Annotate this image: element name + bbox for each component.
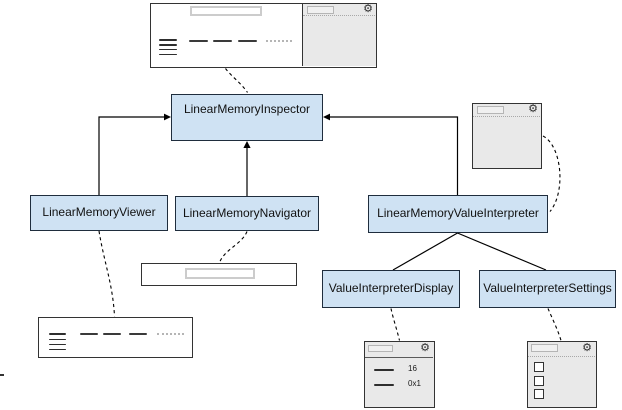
edge-valueinterpreter-settings xyxy=(457,232,547,271)
byte-rows-icon xyxy=(159,44,177,46)
node-label: LinearMemoryInspector xyxy=(183,102,311,116)
gear-icon: ⚙ xyxy=(582,341,592,354)
panel-input-mock xyxy=(531,344,558,352)
node-label: LinearMemoryNavigator xyxy=(182,205,312,220)
value-line xyxy=(374,369,394,371)
panel-input-mock xyxy=(476,106,504,114)
navigator-mockup xyxy=(141,263,297,286)
panel-divider xyxy=(365,356,433,358)
node-value-interpreter-settings: ValueInterpreterSettings xyxy=(479,270,616,308)
node-label: ValueInterpreterSettings xyxy=(483,281,612,296)
panel-input-mock xyxy=(368,344,393,352)
byte-rows-icon xyxy=(49,348,66,351)
memory-dash xyxy=(189,40,208,42)
sidebar-input-mock xyxy=(307,6,334,14)
stray-mark xyxy=(0,374,4,376)
memory-dash xyxy=(238,40,257,42)
node-value-interpreter-display: ValueInterpreterDisplay xyxy=(322,270,460,308)
value-label: 16 xyxy=(408,364,417,373)
address-input-mock xyxy=(190,6,262,16)
checkbox xyxy=(534,389,544,399)
byte-rows-icon xyxy=(159,53,177,56)
node-label: LinearMemoryValueInterpreter xyxy=(377,206,539,221)
memory-dash xyxy=(213,40,232,42)
gear-icon: ⚙ xyxy=(528,103,538,115)
link-navigator-addressmockup xyxy=(218,231,248,263)
viewer-mockup xyxy=(38,317,193,358)
node-linear-memory-viewer: LinearMemoryViewer xyxy=(30,195,168,231)
value-line xyxy=(374,384,394,386)
byte-rows-icon xyxy=(49,338,66,341)
link-memorymockup-inspector xyxy=(225,68,248,93)
link-settings-settingsmockup xyxy=(547,308,562,341)
ascii-dots xyxy=(266,39,292,42)
byte-rows-icon xyxy=(159,48,177,51)
link-viewer-memorymockup xyxy=(98,230,116,317)
value-label: 0x1 xyxy=(408,379,421,388)
arrowhead-inspector-right xyxy=(323,113,330,121)
sidebar-divider xyxy=(303,15,375,16)
link-interpreterpanel-valueinterpreter xyxy=(542,135,561,212)
interpreter-panel-mockup: ⚙ xyxy=(472,103,542,169)
byte-rows-icon xyxy=(49,343,66,346)
edge-valueinterpreter-display xyxy=(392,232,458,271)
byte-rows-icon xyxy=(159,39,177,41)
display-panel-mockup: ⚙ 16 0x1 xyxy=(364,341,435,408)
node-label: ValueInterpreterDisplay xyxy=(328,281,454,296)
memory-dash xyxy=(80,333,98,335)
byte-rows-icon xyxy=(49,333,66,335)
link-display-displaymockup xyxy=(390,308,401,341)
node-linear-memory-inspector: LinearMemoryInspector xyxy=(171,94,323,141)
panel-divider xyxy=(473,115,540,117)
interpreter-sidebar-mock: ⚙ xyxy=(302,4,376,66)
checkbox xyxy=(534,362,544,372)
arrowhead-inspector-left xyxy=(164,113,171,121)
checkbox xyxy=(534,375,544,386)
memory-dash xyxy=(129,333,147,335)
node-label: LinearMemoryViewer xyxy=(42,205,156,220)
memory-inspector-mockup: ⚙ xyxy=(150,3,377,68)
settings-panel-mockup: ⚙ xyxy=(527,341,597,408)
node-linear-memory-navigator: LinearMemoryNavigator xyxy=(175,196,319,231)
panel-divider xyxy=(528,356,595,357)
address-input-mock xyxy=(185,267,255,279)
node-linear-memory-value-interpreter: LinearMemoryValueInterpreter xyxy=(368,195,548,233)
arrowhead-inspector-bottom xyxy=(243,141,251,148)
gear-icon: ⚙ xyxy=(363,3,373,15)
edge-inspector-valueinterpreter xyxy=(328,116,459,195)
memory-dash xyxy=(103,333,121,335)
ascii-dots xyxy=(157,332,184,335)
gear-icon: ⚙ xyxy=(420,341,430,354)
edge-inspector-viewer xyxy=(98,116,166,195)
